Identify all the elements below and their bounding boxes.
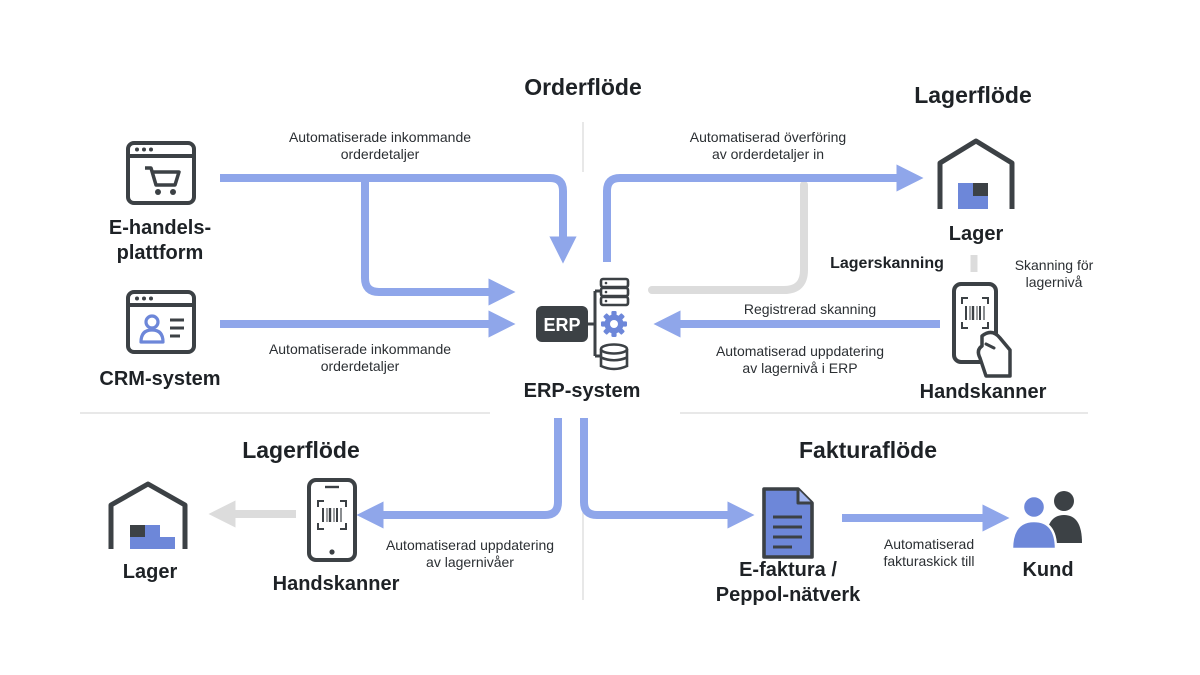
warehouse-icon: [937, 138, 1015, 209]
browser-contact-icon: [126, 290, 196, 354]
arrow-warehouse-scanning-return: [648, 181, 808, 294]
arrow-erp-to-scanner-bottom: [356, 418, 562, 529]
ecommerce-label-line2: plattform: [116, 242, 204, 264]
flow-label-ecom-to-erp-line1: Automatiserade inkommande: [288, 129, 472, 145]
arrow-erp-to-warehouse: [603, 164, 924, 262]
flow-label-scanning-level-line1: Skanning för: [1014, 257, 1094, 273]
flow-label-invoice-to-customer-line2: fakturaskick till: [883, 553, 975, 569]
einvoice-label-line2: Peppol-nätverk: [715, 584, 861, 606]
flow-label-ecom-to-erp: Automatiserade inkommande orderdetaljer: [260, 129, 500, 163]
flow-label-warehouse-scanning: Lagerskanning: [830, 255, 944, 272]
ecommerce-label: E-handels- plattform: [60, 216, 260, 266]
flow-label-invoice-to-customer-line1: Automatiserad: [883, 536, 975, 552]
arrow-erp-to-einvoice: [580, 418, 755, 529]
browser-cart-icon: [126, 141, 196, 205]
arrow-ecom-to-erp-top: [220, 174, 577, 264]
warehouse-bottom-label: Lager: [122, 561, 178, 583]
flow-label-scanner-to-erp-line2: av lagernivå i ERP: [742, 360, 858, 376]
flow-label-scanning-level: Skanning för lagernivå: [994, 257, 1114, 291]
flow-label-crm-to-erp-line2: orderdetaljer: [320, 358, 400, 374]
database-icon: [599, 343, 629, 371]
flow-label-erp-to-warehouse: Automatiserad överföring av orderdetalje…: [648, 129, 888, 163]
handheld-scanner-icon: [952, 282, 1012, 378]
einvoice-label-line1: E-faktura /: [739, 559, 837, 581]
crm-label: CRM-system: [99, 368, 221, 390]
gear-icon: [601, 311, 627, 337]
customer-label: Kund: [1022, 559, 1074, 581]
flow-label-scanning-level-line2: lagernivå: [1025, 274, 1083, 290]
section-title-warehouse-flow-top: Lagerflöde: [914, 82, 1032, 108]
flow-label-erp-to-warehouse-line1: Automatiserad överföring: [689, 129, 847, 145]
flow-label-crm-to-erp-line1: Automatiserade inkommande: [268, 341, 452, 357]
flow-label-ecom-to-erp-line2: orderdetaljer: [340, 146, 420, 162]
flow-label-scanner-to-erp: Automatiserad uppdatering av lagernivå i…: [690, 343, 910, 377]
ecommerce-label-line1: E-handels-: [108, 217, 212, 239]
erp-gear-database-icon: ERP: [536, 277, 630, 371]
flow-label-erp-to-scanner-line1: Automatiserad uppdatering: [385, 537, 555, 553]
warehouse-top-label: Lager: [948, 223, 1004, 245]
flow-label-erp-to-scanner-line2: av lagernivåer: [426, 554, 514, 570]
section-title-invoice-flow: Fakturaflöde: [798, 437, 938, 463]
arrow-ecom-to-erp-branch: [361, 178, 516, 306]
einvoice-label: E-faktura / Peppol-nätverk: [688, 558, 888, 608]
flow-label-registered-scan: Registrerad skanning: [743, 301, 877, 317]
flow-label-erp-to-scanner: Automatiserad uppdatering av lagernivåer: [360, 537, 580, 571]
mobile-scanner-icon: [307, 478, 357, 562]
document-icon: [762, 487, 814, 559]
flow-label-scanner-to-erp-line1: Automatiserad uppdatering: [715, 343, 885, 359]
handscanner-bottom-label: Handskanner: [272, 573, 400, 595]
flow-label-erp-to-warehouse-line2: av orderdetaljer in: [711, 146, 825, 162]
warehouse-icon: [108, 481, 188, 549]
flow-label-invoice-to-customer: Automatiserad fakturaskick till: [854, 536, 1004, 570]
flow-label-crm-to-erp: Automatiserade inkommande orderdetaljer: [240, 341, 480, 375]
section-title-order-flow: Orderflöde: [524, 74, 642, 100]
erp-label: ERP-system: [523, 380, 641, 402]
handscanner-top-label: Handskanner: [919, 381, 1047, 403]
users-icon: [1010, 491, 1082, 551]
server-icon: [599, 277, 630, 307]
section-title-warehouse-flow-bottom: Lagerflöde: [242, 437, 360, 463]
erp-badge: ERP: [543, 315, 580, 335]
section-dividers: [80, 122, 1088, 600]
